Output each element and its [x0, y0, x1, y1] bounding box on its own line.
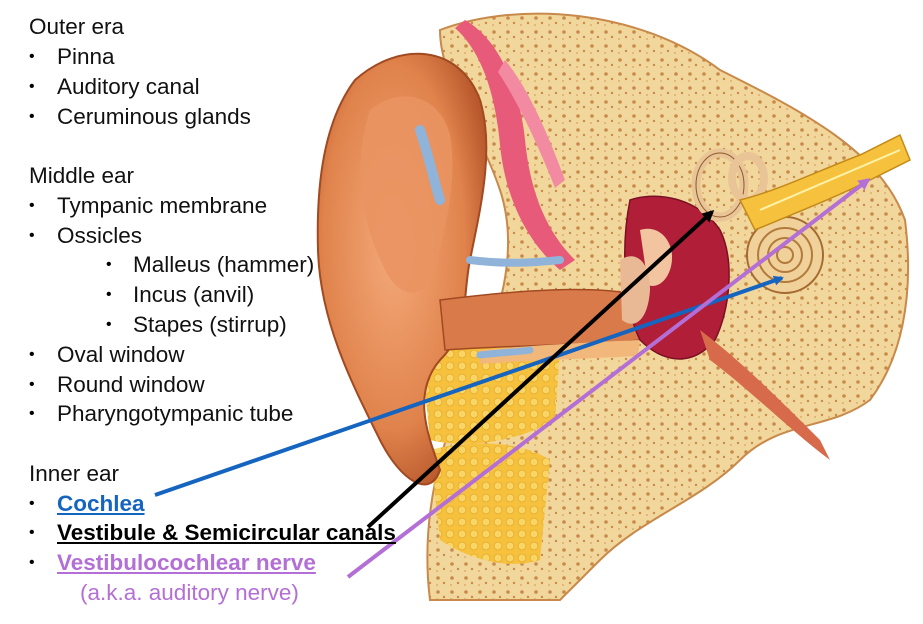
inner-ear-heading: Inner ear: [29, 461, 120, 486]
outer-item-ceruminous-glands: Ceruminous glands: [57, 104, 251, 129]
bullet: •: [29, 495, 35, 512]
nerve-bundle: [738, 133, 911, 231]
bullet: •: [29, 554, 35, 571]
arrow-nerve: [346, 178, 871, 579]
arrow-vestibule: [366, 209, 715, 529]
inner-item-cochlea: Cochlea: [57, 491, 145, 516]
outer-ear-heading: Outer era: [29, 14, 125, 39]
middle-item-ossicles: Ossicles: [57, 223, 143, 248]
middle-item-oval-window: Oval window: [57, 342, 185, 367]
outer-item-pinna: Pinna: [57, 44, 115, 69]
skin-layers: [455, 20, 575, 270]
middle-item-round-window: Round window: [57, 372, 205, 397]
bullet: •: [29, 78, 35, 95]
ossicle-malleus: Malleus (hammer): [133, 252, 315, 277]
outer-item-auditory-canal: Auditory canal: [57, 74, 200, 99]
ossicle-incus: Incus (anvil): [133, 282, 255, 307]
bullet: •: [29, 346, 35, 363]
ossicle-stapes: Stapes (stirrup): [133, 312, 287, 337]
arrow-cochlea: [154, 275, 784, 497]
inner-item-vestibulocochlear-nerve: Vestibulocochlear nerve: [57, 550, 316, 575]
middle-ear-heading: Middle ear: [29, 163, 135, 188]
pharyngotympanic-tube: [700, 330, 830, 460]
bullet: •: [29, 524, 35, 541]
bullet: •: [29, 197, 35, 214]
bullet: •: [106, 316, 112, 333]
bullet: •: [29, 227, 35, 244]
middle-item-tympanic-membrane: Tympanic membrane: [57, 193, 268, 218]
middle-item-pharyngotympanic-tube: Pharyngotympanic tube: [57, 401, 294, 426]
bullet: •: [106, 256, 112, 273]
bullet: •: [29, 376, 35, 393]
cochlea-illustration: [746, 216, 824, 294]
bullet: •: [106, 286, 112, 303]
nerve-aka-note: (a.k.a. auditory nerve): [80, 580, 299, 605]
bullet: •: [29, 405, 35, 422]
bullet: •: [29, 108, 35, 125]
inner-item-vestibule-semicircular: Vestibule & Semicircular canals: [57, 520, 396, 545]
bullet: •: [29, 48, 35, 65]
